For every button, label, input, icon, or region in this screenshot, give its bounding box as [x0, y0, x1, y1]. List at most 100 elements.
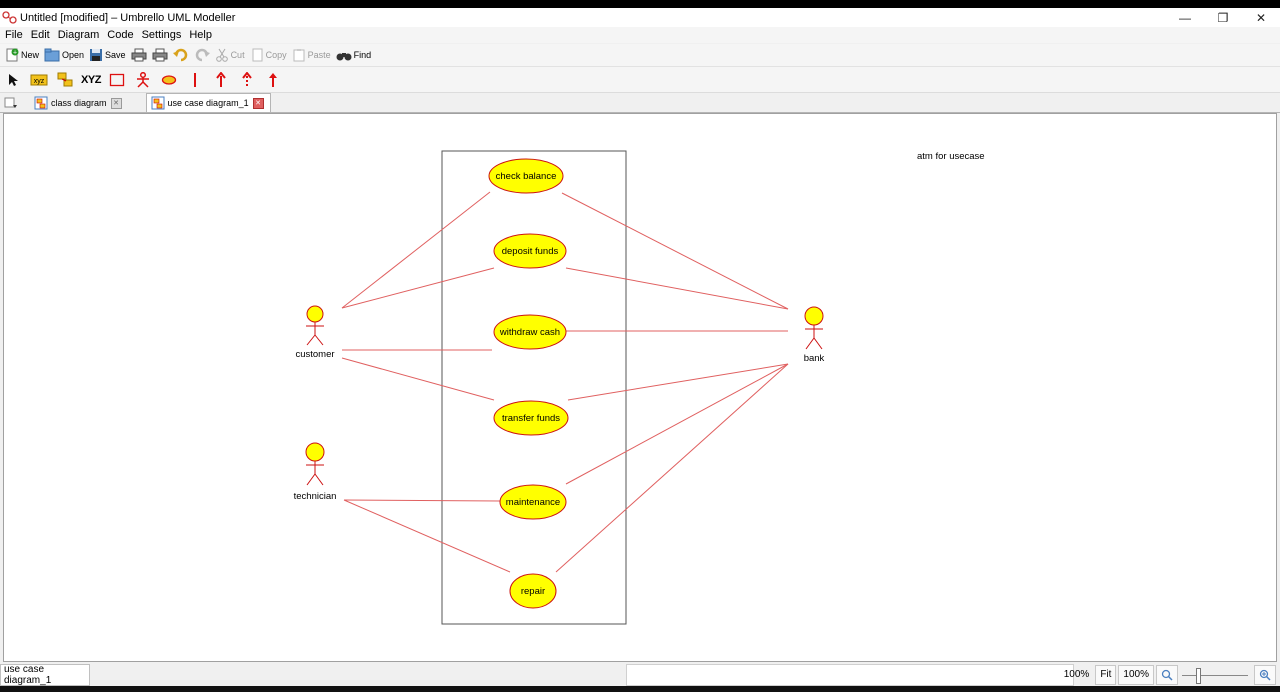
assoc-bank-check-balance[interactable]: [561, 192, 789, 310]
actor-technician[interactable]: technician: [294, 442, 337, 502]
save-disk-icon: [90, 49, 103, 61]
diagram-canvas[interactable]: check balance deposit funds withdraw cas…: [3, 113, 1277, 662]
box-tool[interactable]: [104, 69, 130, 91]
tab-class-diagram[interactable]: class diagram ✕: [30, 94, 128, 112]
zoom-out-icon: [1161, 669, 1173, 681]
print-button[interactable]: [131, 48, 147, 62]
find-label: Find: [353, 50, 372, 60]
diagram-note-text[interactable]: atm for usecase: [917, 151, 985, 162]
copy-button[interactable]: Copy: [250, 48, 287, 62]
zoom-slider-handle[interactable]: [1196, 667, 1201, 684]
restore-button[interactable]: ❐: [1217, 10, 1229, 25]
assoc-bank-maintenance[interactable]: [565, 363, 789, 485]
usecase-repair-label: repair: [521, 586, 545, 597]
paste-button[interactable]: Paste: [292, 48, 331, 62]
usecase-tool[interactable]: [156, 69, 182, 91]
usecase-withdraw-cash-label: withdraw cash: [499, 327, 560, 338]
svg-text:xyz: xyz: [34, 78, 45, 85]
menu-diagram[interactable]: Diagram: [57, 29, 100, 41]
undo-icon: [172, 48, 187, 62]
new-diagram-icon: [4, 97, 17, 108]
svg-text:+: +: [13, 50, 17, 57]
tab-use-case-diagram-1-close-icon[interactable]: ✕: [252, 97, 264, 109]
zoom-fit-button[interactable]: Fit: [1095, 664, 1117, 685]
usecase-withdraw-cash[interactable]: withdraw cash: [493, 314, 567, 350]
actor-bank[interactable]: bank: [804, 306, 825, 364]
actor-customer[interactable]: customer: [295, 305, 335, 360]
paste-icon: [293, 49, 305, 62]
close-button[interactable]: ✕: [1255, 10, 1267, 25]
menu-code[interactable]: Code: [107, 29, 134, 41]
usecase-check-balance[interactable]: check balance: [488, 158, 564, 194]
zoom-in-icon: [1259, 669, 1271, 681]
actor-technician-label: technician: [294, 491, 337, 502]
cut-button[interactable]: Cut: [215, 48, 245, 62]
association-tool[interactable]: [182, 69, 208, 91]
new-button[interactable]: + New: [5, 48, 39, 62]
box-icon: [109, 73, 125, 86]
generalization-tool[interactable]: [260, 69, 286, 91]
menu-edit[interactable]: Edit: [30, 29, 50, 41]
assoc-customer-transfer-funds[interactable]: [341, 357, 495, 401]
text-tool[interactable]: XYZ: [78, 69, 104, 91]
dependency-tool[interactable]: [234, 69, 260, 91]
note-icon: xyz: [30, 74, 48, 85]
menu-file[interactable]: File: [5, 29, 23, 41]
assoc-customer-deposit-funds[interactable]: [341, 267, 495, 309]
select-tool[interactable]: [0, 69, 26, 91]
note-tool[interactable]: xyz: [26, 69, 52, 91]
anchor-tool[interactable]: [52, 69, 78, 91]
save-button[interactable]: Save: [89, 48, 126, 62]
system-boundary[interactable]: [441, 150, 627, 625]
assoc-technician-repair[interactable]: [343, 499, 511, 573]
redo-icon: [195, 48, 210, 62]
paste-label: Paste: [307, 50, 331, 60]
minimize-button[interactable]: —: [1179, 10, 1191, 25]
redo-button[interactable]: [194, 48, 210, 62]
menu-help[interactable]: Help: [189, 29, 212, 41]
actor-tool[interactable]: [130, 69, 156, 91]
arrow-up-icon: [216, 71, 226, 87]
usecase-deposit-funds[interactable]: deposit funds: [493, 233, 567, 269]
actor-bank-label: bank: [804, 353, 825, 364]
assoc-bank-deposit-funds[interactable]: [565, 267, 789, 310]
assoc-bank-transfer-funds[interactable]: [567, 363, 789, 401]
directional-association-tool[interactable]: [208, 69, 234, 91]
tab-class-diagram-close-icon[interactable]: ✕: [110, 97, 122, 109]
cut-label: Cut: [230, 50, 245, 60]
menu-settings[interactable]: Settings: [141, 29, 182, 41]
zoom-in-button[interactable]: [1254, 664, 1276, 685]
print-preview-button[interactable]: [152, 48, 168, 62]
usecase-repair[interactable]: repair: [509, 573, 557, 609]
diagram-tools-toolbar: xyz XYZ: [0, 67, 1280, 93]
main-toolbar: + New Open Save Cut Copy: [0, 44, 1280, 67]
generalization-arrow-icon: [269, 72, 277, 87]
status-diagram-name: use case diagram_1: [0, 663, 90, 686]
window-title: Untitled [modified] – Umbrello UML Model…: [20, 11, 236, 24]
zoom-100-button[interactable]: 100%: [1118, 664, 1154, 685]
status-blank-field: [626, 663, 1074, 686]
assoc-customer-check-balance[interactable]: [341, 191, 491, 309]
usecase-transfer-funds[interactable]: transfer funds: [493, 400, 569, 436]
assoc-bank-repair[interactable]: [555, 363, 789, 573]
zoom-slider[interactable]: [1182, 666, 1248, 684]
find-button[interactable]: Find: [336, 48, 372, 62]
dashed-arrow-up-icon: [242, 71, 252, 87]
undo-button[interactable]: [172, 48, 189, 62]
status-bar: use case diagram_1 100% Fit 100%: [0, 663, 1280, 686]
printer-icon: [131, 48, 147, 62]
usecase-maintenance[interactable]: maintenance: [499, 484, 567, 520]
new-label: New: [21, 50, 40, 60]
tab-use-case-diagram-1[interactable]: use case diagram_1 ✕: [145, 93, 271, 112]
assoc-technician-maintenance[interactable]: [343, 499, 501, 502]
save-label: Save: [105, 50, 126, 60]
text-tool-label: XYZ: [81, 73, 101, 86]
scissors-icon: [215, 48, 228, 62]
zoom-out-button[interactable]: [1156, 664, 1178, 685]
os-taskbar-strip: [0, 686, 1280, 692]
tab-class-diagram-label: class diagram: [51, 98, 107, 108]
new-tab-button[interactable]: [0, 94, 22, 112]
copy-label: Copy: [265, 50, 287, 60]
usecase-transfer-funds-label: transfer funds: [502, 413, 560, 424]
open-button[interactable]: Open: [44, 48, 84, 62]
